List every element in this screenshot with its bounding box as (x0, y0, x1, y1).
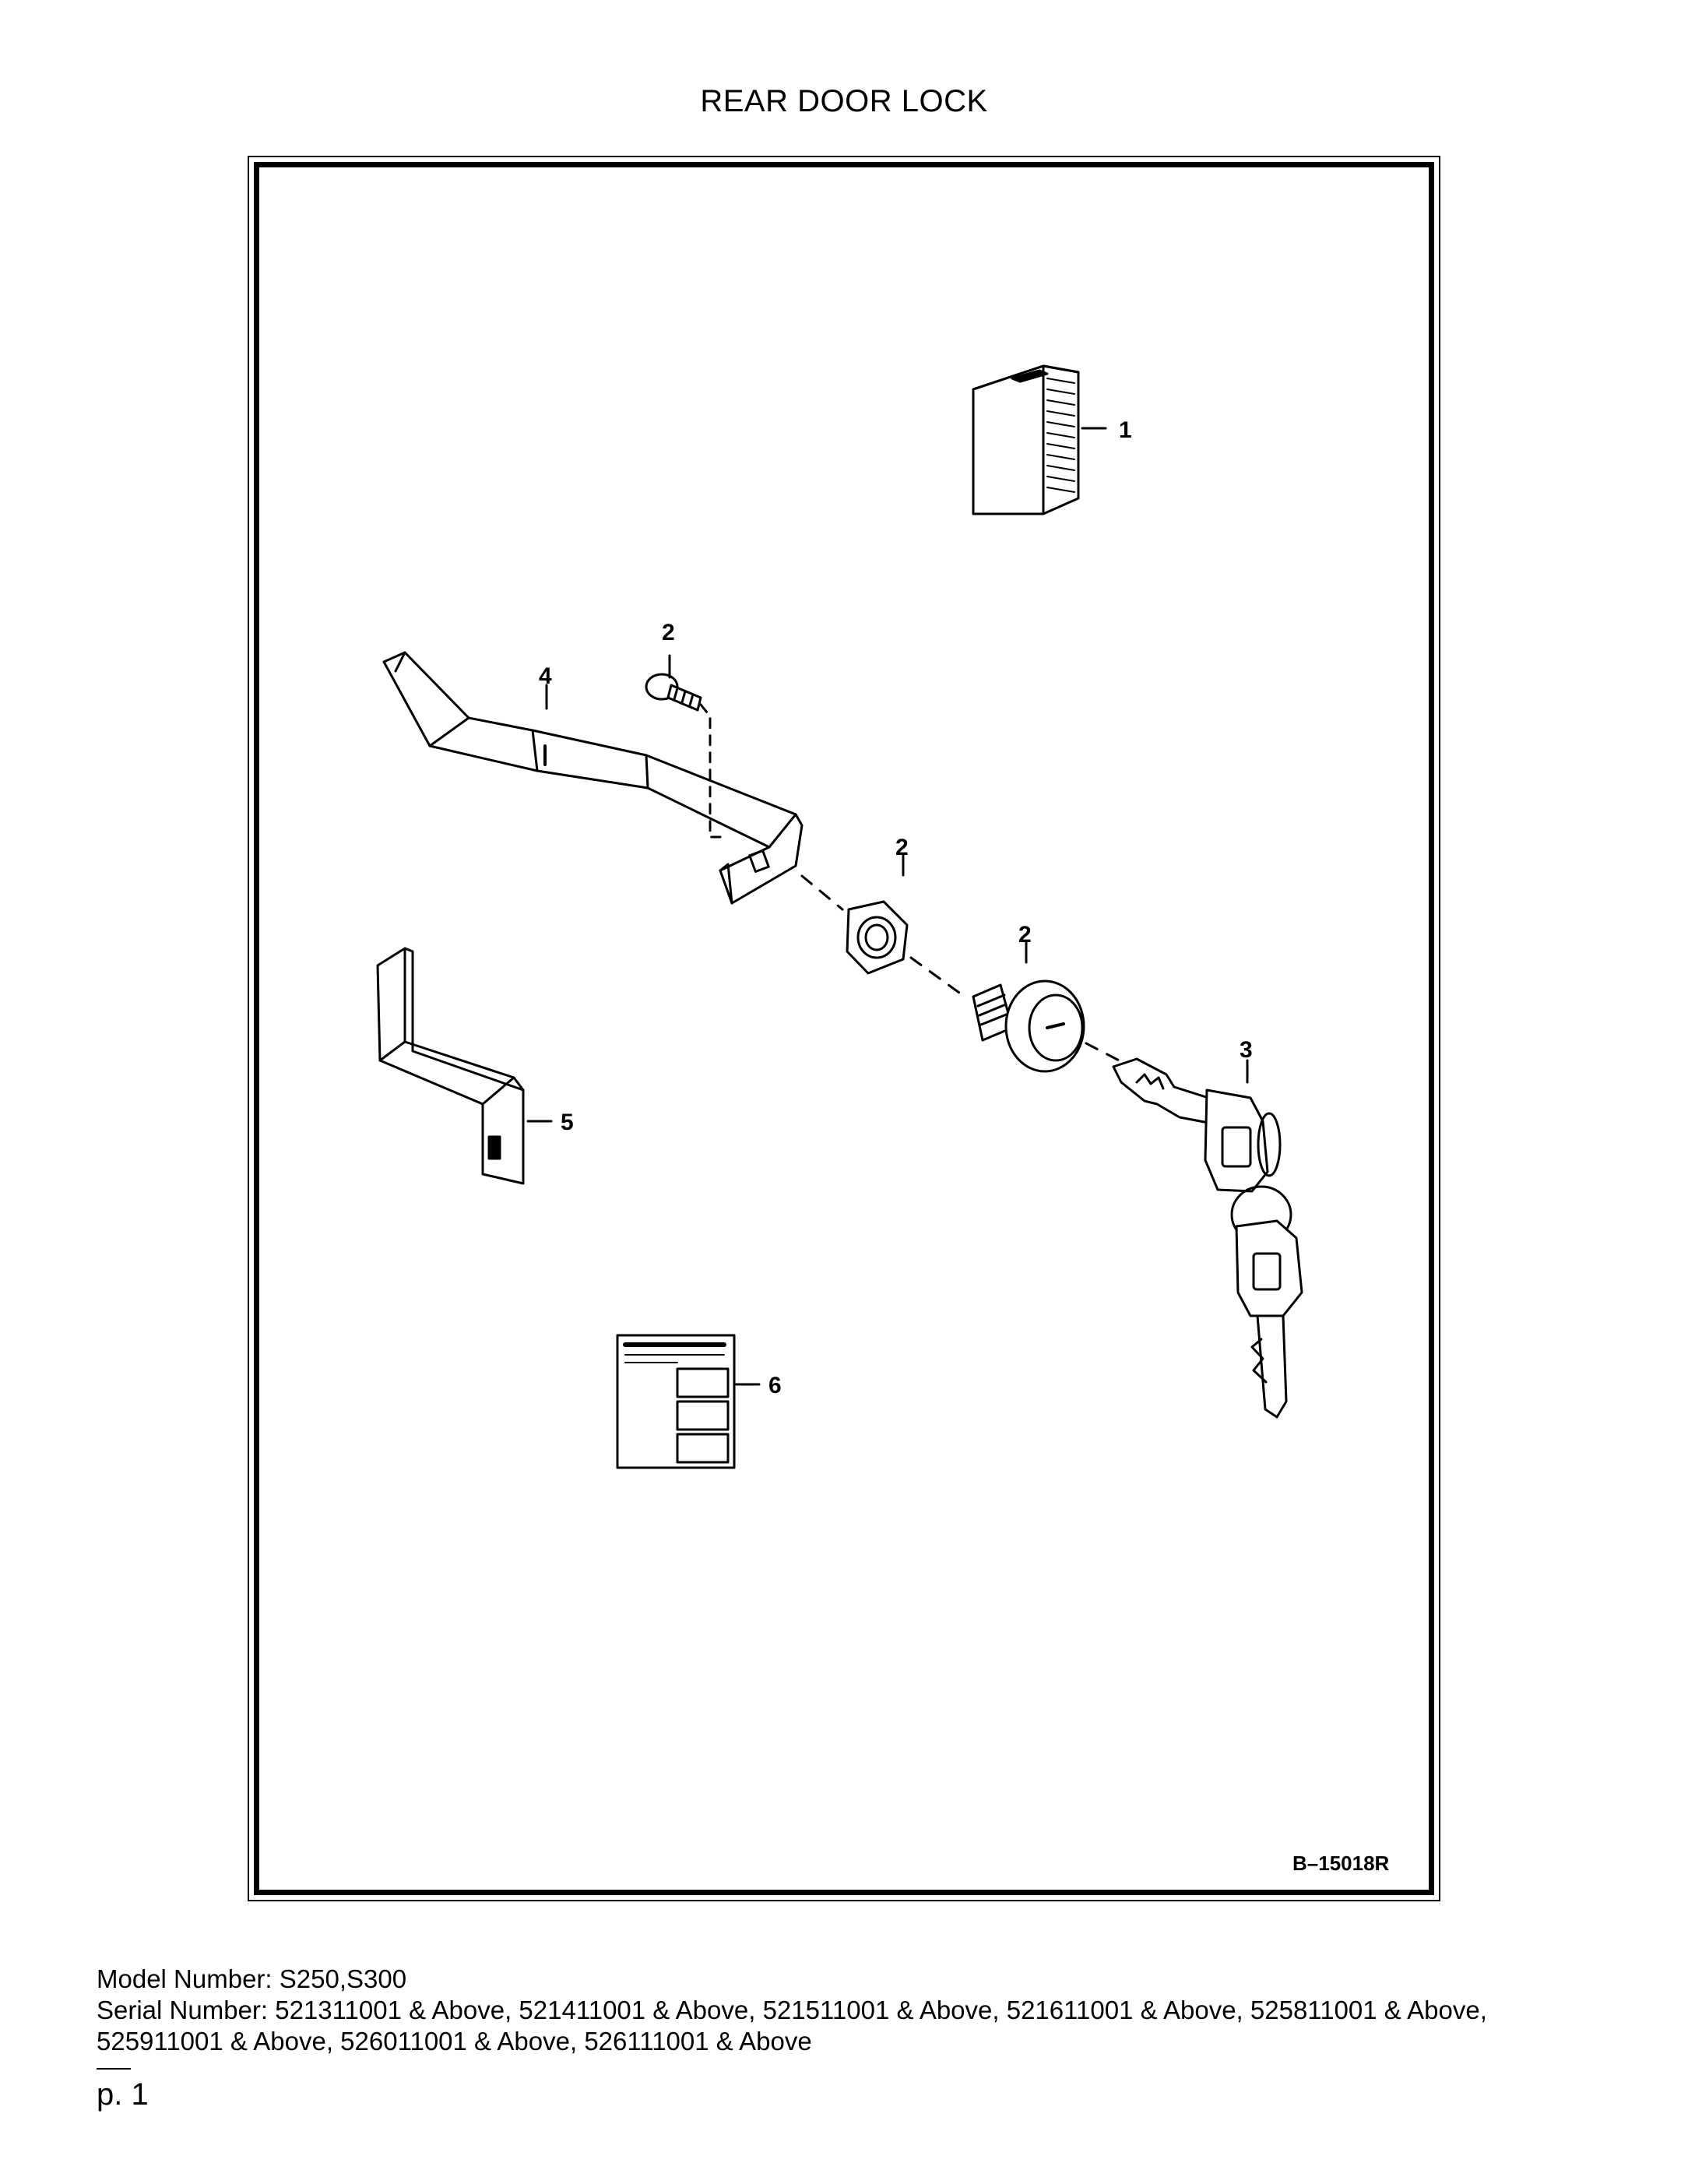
callout-4: 4 (539, 663, 552, 689)
callout-5: 5 (561, 1110, 574, 1135)
diagram-frame-outer (248, 156, 1440, 1901)
callout-1: 1 (1119, 417, 1132, 443)
part-1-bumper-block (972, 364, 1107, 515)
figure-reference: B–15018R (1292, 1852, 1390, 1875)
part-5-catch-bracket (376, 947, 553, 1185)
footer-info: Model Number: S250,S300 Serial Number: 5… (97, 1964, 1607, 2057)
page-title: REAR DOOR LOCK (700, 84, 988, 118)
part-6-instruction-sheet (616, 1334, 761, 1469)
callout-2-nut: 2 (895, 835, 909, 860)
callout-2-cylinder: 2 (1018, 922, 1032, 948)
callout-2-bolt: 2 (662, 620, 675, 645)
page-number: p. 1 (97, 2077, 149, 2112)
part-2-hex-nut (800, 853, 961, 994)
part-2-lock-cylinder (972, 941, 1145, 1074)
part-3-keys (1112, 1057, 1303, 1419)
part-4-latch-bar (382, 651, 804, 905)
diagram-frame-inner (254, 162, 1434, 1895)
callout-6: 6 (768, 1373, 782, 1398)
callout-labels: 1 2 2 2 3 4 5 6 (539, 417, 1253, 1398)
model-number-line: Model Number: S250,S300 (97, 1964, 407, 1993)
page-number-rule (97, 2068, 131, 2070)
part-2-bolt (645, 654, 722, 839)
callout-3: 3 (1240, 1037, 1253, 1063)
serial-number-line: Serial Number: 521311001 & Above, 521411… (97, 1996, 1487, 2056)
